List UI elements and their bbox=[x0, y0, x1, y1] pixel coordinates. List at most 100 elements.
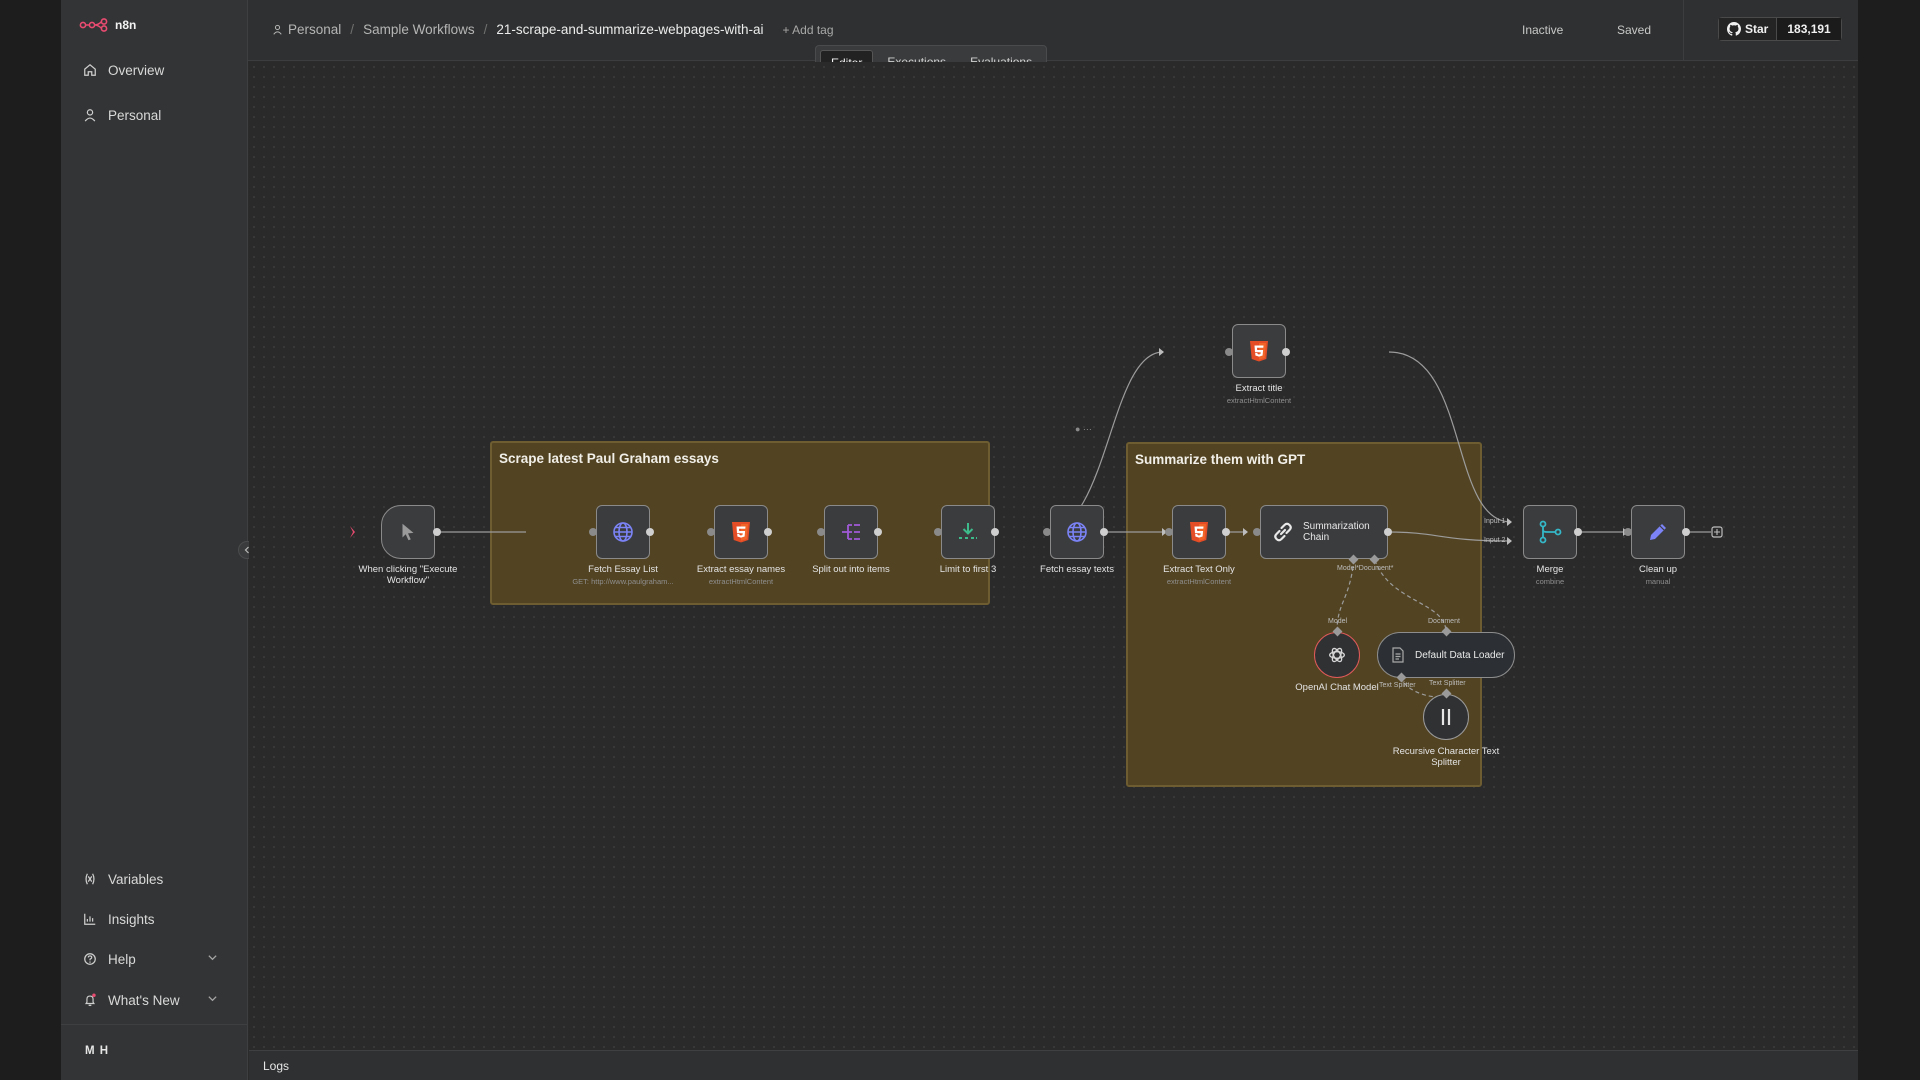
output-port[interactable] bbox=[1682, 528, 1690, 536]
connection[interactable] bbox=[1388, 351, 1512, 523]
node-label: Clean up bbox=[1638, 564, 1678, 575]
user-icon bbox=[273, 24, 282, 35]
input-port[interactable] bbox=[1165, 528, 1173, 536]
add-tag-button[interactable]: + Add tag bbox=[782, 22, 834, 37]
help-icon bbox=[84, 953, 96, 965]
port-label: Text Splitter bbox=[1429, 680, 1466, 687]
sticky-menu-icon[interactable]: ● ⋯ bbox=[1075, 424, 1092, 434]
port-label: Text Splitter bbox=[1379, 682, 1416, 689]
node-label: Fetch essay texts bbox=[1040, 564, 1114, 575]
node-manual-trigger[interactable] bbox=[381, 505, 435, 559]
node-label: Summarization Chain bbox=[1303, 521, 1370, 543]
input-port[interactable] bbox=[934, 528, 942, 536]
node-fetch-essay-texts[interactable] bbox=[1050, 505, 1104, 559]
breadcrumb: Personal / Sample Workflows / 21-scrape-… bbox=[272, 22, 834, 37]
github-star-label: Star bbox=[1745, 22, 1769, 36]
port-label: Input 1 bbox=[1484, 518, 1506, 525]
connection-model[interactable] bbox=[1336, 559, 1355, 633]
sidebar-item-insights[interactable]: Insights bbox=[83, 909, 155, 929]
split-icon bbox=[842, 524, 860, 540]
sidebar-item-help[interactable]: Help bbox=[83, 949, 228, 969]
output-port[interactable] bbox=[433, 528, 441, 536]
input-port[interactable] bbox=[707, 528, 715, 536]
breadcrumb-folder[interactable]: Sample Workflows bbox=[363, 22, 475, 37]
input-port[interactable] bbox=[1624, 528, 1632, 536]
node-subtitle: GET: http://www.paulgraham... bbox=[572, 577, 674, 586]
output-port[interactable] bbox=[991, 528, 999, 536]
sticky-note-summarize[interactable]: Summarize them with GPT bbox=[1126, 442, 1482, 787]
connection-document[interactable] bbox=[1374, 559, 1447, 633]
output-port[interactable] bbox=[1384, 528, 1392, 536]
node-limit[interactable] bbox=[941, 505, 995, 559]
output-port[interactable] bbox=[1574, 528, 1582, 536]
chevron-down-icon bbox=[208, 955, 217, 961]
node-label: Merge bbox=[1536, 564, 1564, 575]
input-port[interactable] bbox=[589, 528, 597, 536]
output-port[interactable] bbox=[874, 528, 882, 536]
github-star-count: 183,191 bbox=[1777, 17, 1842, 41]
node-recursive-text-splitter[interactable] bbox=[1423, 694, 1469, 740]
node-fetch-essay-list[interactable] bbox=[596, 505, 650, 559]
node-label: Recursive Character Text Splitter bbox=[1392, 746, 1500, 768]
n8n-logo[interactable]: n8n bbox=[79, 18, 136, 32]
port-label: Input 2 bbox=[1484, 537, 1506, 544]
logs-label: Logs bbox=[263, 1059, 290, 1073]
node-subtitle: manual bbox=[1645, 577, 1671, 586]
input-port[interactable] bbox=[1253, 528, 1261, 536]
header-divider bbox=[1683, 0, 1684, 61]
cursor-icon bbox=[402, 523, 414, 541]
input-port[interactable] bbox=[1043, 528, 1051, 536]
workflow-canvas[interactable]: Scrape latest Paul Graham essays Summari… bbox=[249, 62, 1858, 1050]
output-port[interactable] bbox=[646, 528, 654, 536]
text-splitter-icon bbox=[1441, 709, 1451, 725]
sidebar-item-variables[interactable]: Variables bbox=[83, 869, 163, 889]
node-extract-essay-names[interactable] bbox=[714, 505, 768, 559]
node-label: Limit to first 3 bbox=[939, 564, 997, 575]
node-extract-title[interactable] bbox=[1232, 324, 1286, 378]
github-star-button[interactable]: Star 183,191 bbox=[1718, 17, 1842, 41]
port-label: Document bbox=[1428, 618, 1460, 625]
workflow-active-status[interactable]: Inactive bbox=[1522, 23, 1564, 37]
link-icon bbox=[1274, 522, 1292, 542]
add-node-icon[interactable] bbox=[1711, 526, 1723, 538]
node-split-out[interactable] bbox=[824, 505, 878, 559]
sidebar-item-whats-new[interactable]: What's New bbox=[83, 990, 228, 1010]
github-icon bbox=[1727, 22, 1741, 36]
chevron-down-icon bbox=[208, 996, 217, 1002]
github-star[interactable]: Star bbox=[1718, 17, 1778, 41]
app-window: n8n Overview Personal Variables Insights… bbox=[61, 0, 1858, 1080]
user-avatar-initials[interactable]: M H bbox=[85, 1045, 110, 1057]
output-port[interactable] bbox=[764, 528, 772, 536]
sidebar-item-personal[interactable]: Personal bbox=[83, 105, 161, 125]
input-port[interactable] bbox=[1225, 348, 1233, 356]
breadcrumb-separator: / bbox=[483, 22, 488, 37]
node-default-data-loader[interactable]: Default Data Loader bbox=[1377, 632, 1515, 678]
sticky-title: Scrape latest Paul Graham essays bbox=[499, 451, 719, 466]
node-extract-text-only[interactable] bbox=[1172, 505, 1226, 559]
user-icon bbox=[84, 109, 96, 122]
limit-icon bbox=[959, 523, 977, 539]
node-openai-chat-model[interactable] bbox=[1314, 632, 1360, 678]
node-summarization-chain[interactable]: Summarization Chain bbox=[1260, 505, 1388, 559]
input-port[interactable] bbox=[817, 528, 825, 536]
connection[interactable] bbox=[1387, 531, 1512, 542]
document-icon bbox=[1392, 647, 1404, 663]
output-port[interactable] bbox=[1100, 528, 1108, 536]
logs-panel-toggle[interactable]: Logs bbox=[249, 1050, 1858, 1080]
variables-icon bbox=[85, 873, 95, 885]
html5-icon bbox=[732, 522, 750, 543]
node-merge[interactable] bbox=[1523, 505, 1577, 559]
output-port[interactable] bbox=[1282, 348, 1290, 356]
node-clean-up[interactable] bbox=[1631, 505, 1685, 559]
header: Personal / Sample Workflows / 21-scrape-… bbox=[248, 0, 1858, 61]
sticky-title: Summarize them with GPT bbox=[1135, 452, 1306, 467]
output-port[interactable] bbox=[1222, 528, 1230, 536]
sidebar-item-overview[interactable]: Overview bbox=[83, 60, 164, 80]
breadcrumb-personal[interactable]: Personal bbox=[288, 22, 342, 37]
node-label: Split out into items bbox=[812, 564, 890, 575]
sidebar: n8n Overview Personal Variables Insights… bbox=[61, 0, 248, 1080]
home-icon bbox=[84, 63, 96, 76]
workflow-name[interactable]: 21-scrape-and-summarize-webpages-with-ai bbox=[496, 22, 764, 37]
port-label: Model*Document* bbox=[1337, 565, 1394, 572]
html5-icon bbox=[1250, 341, 1268, 362]
